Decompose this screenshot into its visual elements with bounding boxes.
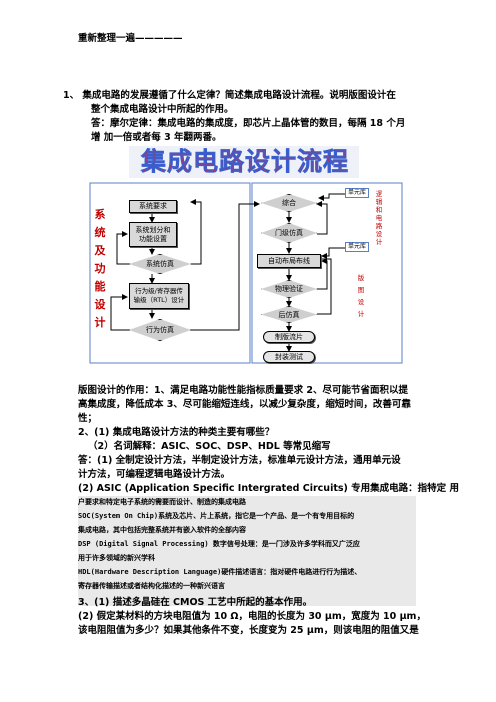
system-function-design-label: 系 统 及 功 能 设 计	[94, 208, 106, 329]
flow-step-physical-verification: 物理验证	[261, 280, 317, 298]
dsp-definition-line-1: DSP (Digital Signal Processing) 数字信号处理：是…	[78, 540, 360, 548]
flow-step-rtl-design: 行为级/寄存器传 输级（RTL）设计	[129, 283, 189, 309]
flow-step-gate-simulation: 门级仿真	[261, 223, 317, 243]
flow-step-behavior-simulation: 行为仿真	[129, 319, 191, 341]
layout-role-line-3: 性；	[78, 413, 98, 424]
asic-definition-line-2: 户要求和特定电子系统的需要而设计、制造的集成电路	[78, 498, 246, 506]
flow-title-banner	[129, 146, 359, 178]
layout-design-label: 版 图 设 计	[357, 274, 365, 318]
soc-definition-line-2: 集成电路，其中包括完整系统并有嵌入软件的全部内容	[78, 526, 246, 534]
answer-1-line-2: 增 加一倍或者每 3 年翻两番。	[91, 132, 222, 143]
definitions-shaded-block	[78, 496, 416, 606]
logic-circuit-design-label: 逻辑 和电 路设 计	[375, 190, 383, 246]
soc-definition-line-1: SOC(System On Chip)系统及芯片、片上系统，指它是一个产品、是一…	[78, 512, 355, 520]
answer-1-line-1: 答：摩尔定律：集成电路的集成度，即芯片上晶体管的数目，每隔 18 个月	[91, 118, 406, 129]
cell-library-tag-2: 单元库	[345, 242, 370, 252]
dsp-definition-line-2: 用于许多领域的新兴学科	[78, 554, 155, 562]
question-1-line-2: 整个集成电路设计中所起的作用。	[91, 104, 234, 115]
flow-step-synthesis: 综合	[261, 194, 317, 212]
flow-title: 集成电路设计流程	[140, 147, 349, 177]
doc-heading: 重新整理一遍—————	[78, 33, 183, 44]
flow-step-tapeout: 制版流片	[263, 331, 315, 343]
question-1-line-1: 1、 集成电路的发展遵循了什么定律？简述集成电路设计流程。说明版图设计在	[63, 90, 396, 101]
question-3-line-2: (2) 假定某材料的方块电阻值为 10 Ω，电阻的长度为 30 μm，宽度为 1…	[78, 611, 426, 622]
cell-library-tag-1: 单元库	[345, 188, 370, 198]
flow-step-system-partition: 系统划分和 功能设置	[129, 222, 177, 247]
layout-role-line-1: 版图设计的作用：1、满足电路功能性能指标质量要求 2、尽可能节省面积以提	[78, 385, 409, 396]
hdl-definition-line-1: HDL(Hardware Description Language)硬件描述语言…	[78, 568, 362, 576]
question-3-line-3: 该电阻阻值为多少？如果其他条件不变，长度变为 25 μm，则该电阻的阻值又是	[78, 625, 419, 636]
asic-definition-line-1: (2) ASIC (Application Specific Intergrat…	[78, 483, 459, 494]
answer-2-line-2: 计方法，可编程逻辑电路设计方法。	[78, 469, 231, 480]
flow-step-place-route: 自动布局布线	[257, 254, 321, 268]
question-3-line-1: 3、(1) 描述多晶硅在 CMOS 工艺中所起的基本作用。	[78, 597, 313, 608]
flow-step-system-simulation: 系统仿真	[129, 254, 191, 274]
flow-step-package-test: 封装测试	[263, 351, 315, 363]
flow-step-post-simulation: 后仿真	[261, 306, 317, 323]
answer-2-line-1: 答：(1) 全制定设计方法，半制定设计方法，标准单元设计方法，通用单元设	[78, 455, 401, 466]
layout-role-line-2: 高集成度，降低成本 3、尽可能缩短连线，以减少复杂度，缩短时间，改善可靠	[78, 399, 411, 410]
flow-connectors	[89, 182, 403, 364]
design-flow-diagram: 集成电路设计流程 系 统 及 功 能 设 计 系统要求 系统划分和 功能设置 系…	[89, 146, 403, 366]
question-2-line-1: 2、(1) 集成电路设计方法的种类主要有哪些？	[78, 427, 275, 438]
flow-step-system-requirements: 系统要求	[129, 200, 177, 213]
hdl-definition-line-2: 寄存器传输描述或者结构化描述的一种新兴语言	[78, 582, 225, 590]
question-2-line-2: （2）名词解释：ASIC、SOC、DSP、HDL 等常见缩写	[88, 441, 331, 452]
